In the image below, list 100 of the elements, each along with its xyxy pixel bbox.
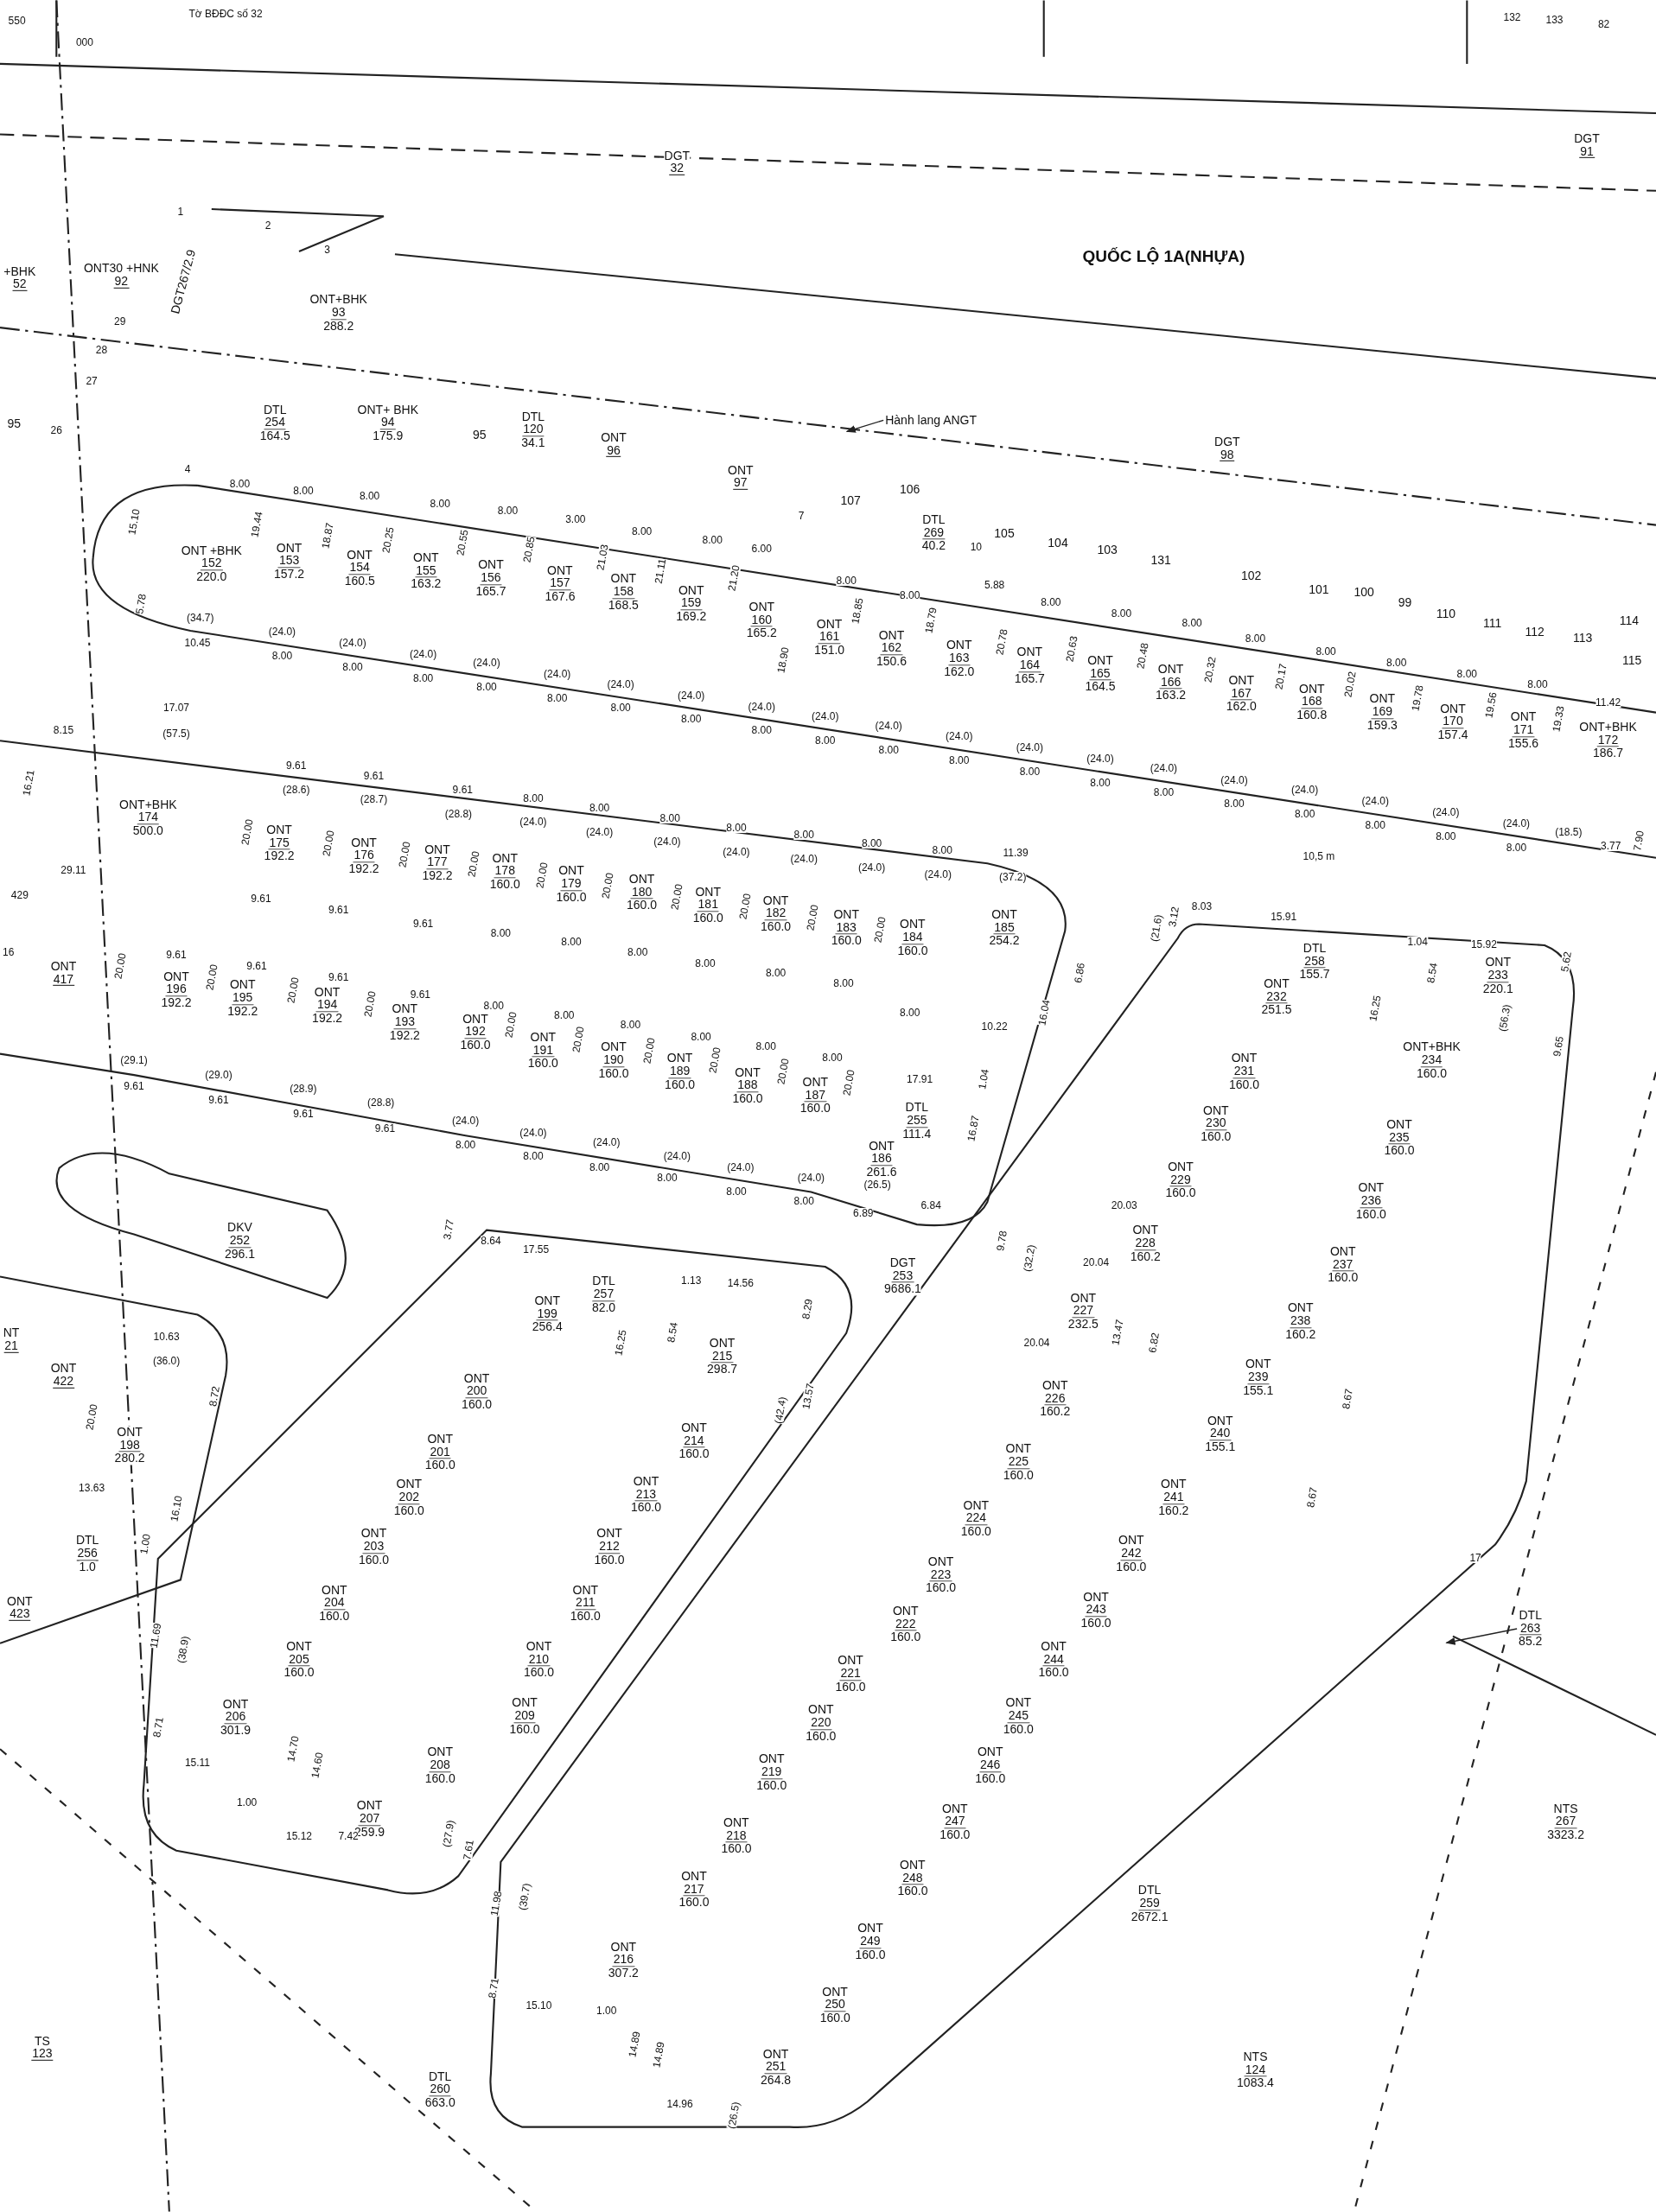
dimension-label: (24.0) [875, 721, 902, 732]
land-use-code: ONT [50, 959, 77, 973]
dimension-label: 8.00 [765, 968, 787, 979]
corridor-label: Hành lang ANGT [885, 414, 978, 427]
dimension-label: 8.00 [726, 823, 747, 833]
dimension-label: 20.00 [397, 841, 412, 868]
parcel-number: 257 [592, 1287, 615, 1302]
parcel-number: 223 [929, 1568, 952, 1582]
parcel-number: 156 [480, 571, 502, 585]
dimension-label: 8.67 [1304, 1486, 1319, 1509]
dimension-label: 8.00 [695, 957, 716, 969]
parcel-number: 244 [1042, 1653, 1065, 1667]
parcel-number: 105 [994, 526, 1015, 540]
dimension-label: (24.0) [678, 690, 705, 701]
dimension-label: 17.91 [907, 1073, 933, 1084]
land-use-code: NTS [1553, 1802, 1578, 1815]
parcel-number: 203 [362, 1540, 385, 1554]
parcel-area: 192.2 [227, 1005, 258, 1018]
parcel-number: 93 [330, 306, 347, 321]
parcel-number: 193 [393, 1015, 417, 1030]
land-use-code: ONT [900, 1859, 926, 1872]
parcel-number: 163 [948, 652, 971, 665]
parcel-number: 120 [522, 423, 545, 437]
point-number: 1 [177, 206, 184, 217]
parcel-area: 165.7 [475, 584, 506, 598]
land-use-code: ONT [1070, 1292, 1097, 1305]
dimension-label: 13.57 [800, 1382, 816, 1410]
dimension-label: (24.0) [1361, 796, 1389, 806]
dimension-label: (24.0) [748, 701, 775, 712]
dimension-label: 16.21 [21, 768, 36, 797]
dimension-label: 8.00 [561, 937, 582, 948]
parcel-number: 97 [733, 476, 748, 490]
dimension-label: 8.15 [53, 725, 74, 736]
dimension-label: 8.00 [878, 745, 899, 756]
parcel-number: 237 [1332, 1258, 1354, 1272]
parcel-number: 111 [1483, 617, 1502, 630]
parcel-number: 255 [906, 1114, 928, 1128]
dimension-label: 20.00 [112, 952, 128, 980]
parcel-number: 94 [380, 416, 396, 430]
dimension-label: 20.48 [1135, 642, 1150, 670]
parcel-number: 189 [668, 1065, 691, 1079]
dimension-label: (24.0) [1290, 784, 1319, 795]
dimension-label: 20.00 [641, 1037, 657, 1065]
land-use-code: ONT [601, 430, 627, 444]
land-use-code: ONT [1264, 977, 1290, 990]
land-use-code: ONT [678, 583, 704, 597]
parcel-number: 114 [1619, 613, 1640, 627]
parcel-number: 180 [630, 886, 653, 899]
dimension-label: 8.00 [589, 803, 610, 814]
dimension-label: 8.00 [1111, 607, 1132, 619]
dimension-label: 8.00 [271, 650, 293, 661]
dimension-label: 9.61 [166, 949, 187, 960]
dimension-label: (24.0) [857, 861, 886, 873]
parcel-number: 234 [1420, 1053, 1443, 1068]
sheet-title: Tờ BĐĐC số 32 [188, 9, 263, 20]
dimension-label: 8.00 [1041, 596, 1061, 607]
parcel-number: 133 [1545, 14, 1564, 25]
dimension-label: 8.00 [702, 535, 723, 546]
dimension-label: 8.00 [627, 946, 648, 957]
parcel-number: 95 [473, 428, 487, 441]
parcel-area: 159.3 [1366, 719, 1398, 732]
land-use-code: ONT +BHK [181, 544, 242, 557]
dimension-label: 1.00 [596, 2005, 617, 2017]
dimension-label: (24.0) [585, 826, 614, 837]
dimension-label: 8.71 [150, 1716, 165, 1738]
dimension-label: 8.00 [900, 589, 920, 601]
dimension-label: 6.84 [920, 1200, 941, 1211]
dimension-label: 7.61 [461, 1839, 475, 1861]
point-number: 2 [264, 220, 271, 232]
parcel-number: 191 [532, 1044, 554, 1058]
parcel-number: 239 [1247, 1370, 1270, 1385]
dimension-label: 8.00 [691, 1031, 711, 1042]
dimension-label: 14.60 [309, 1751, 325, 1780]
dimension-label: 8.00 [793, 830, 814, 841]
dimension-label: 20.04 [1023, 1337, 1050, 1348]
parcel-area: 165.7 [1014, 672, 1045, 685]
dimension-label: 8.00 [476, 681, 497, 692]
parcel-number: 101 [1309, 582, 1329, 596]
parcel-area: 192.2 [389, 1029, 420, 1042]
dimension-label: 8.00 [751, 725, 772, 736]
point-number: 4 [184, 464, 191, 475]
land-use-code: ONT [869, 1140, 895, 1153]
dimension-label: 18.85 [850, 596, 865, 625]
dimension-label: 8.00 [1365, 819, 1385, 830]
land-use-code: DTL [521, 410, 545, 423]
parcel-number: 98 [1220, 448, 1235, 462]
dimension-label: 20.00 [872, 915, 888, 944]
dimension-label: 9.61 [293, 1109, 314, 1120]
parcel-number: 162 [880, 641, 903, 656]
land-use-code: ONT+BHK [1579, 721, 1637, 734]
dimension-label: 18.87 [320, 522, 335, 550]
dimension-label: 21.11 [653, 557, 668, 585]
dimension-label: (18.5) [1555, 826, 1583, 837]
parcel-number: 178 [494, 864, 516, 879]
dimension-label: (37.2) [999, 872, 1027, 883]
parcel-area: 160.0 [756, 1779, 787, 1792]
parcel-number: 233 [1487, 969, 1509, 983]
dimension-label: 1.00 [138, 1533, 153, 1555]
dimension-label: 9.61 [412, 918, 434, 929]
parcel-number: 192 [464, 1025, 487, 1039]
